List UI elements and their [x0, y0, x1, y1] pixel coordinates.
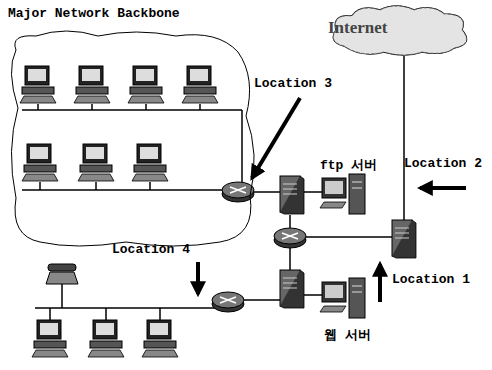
network-devices: [212, 174, 416, 318]
location-callout: Location 2: [404, 156, 482, 171]
location-callout: Location 4: [112, 242, 190, 257]
server-label: ftp 서버: [320, 156, 377, 174]
backbone-pcs: [20, 66, 218, 181]
telephone: [46, 264, 78, 284]
location-callout: Location 1: [392, 272, 470, 287]
internet-cloud: Internet: [326, 2, 476, 58]
server-label: 웹 서버: [324, 326, 371, 344]
lan-pcs: [32, 320, 178, 357]
cloud-label: Internet: [328, 18, 387, 38]
region-title: Major Network Backbone: [8, 6, 180, 21]
backbone-lan: [22, 104, 242, 190]
location-arrows: [198, 98, 466, 302]
wires: [35, 56, 404, 320]
location-callout: Location 3: [254, 76, 332, 91]
backbone-cloud: Major Network Backbone: [4, 4, 258, 250]
backbone-cloud-outline: [4, 4, 258, 250]
